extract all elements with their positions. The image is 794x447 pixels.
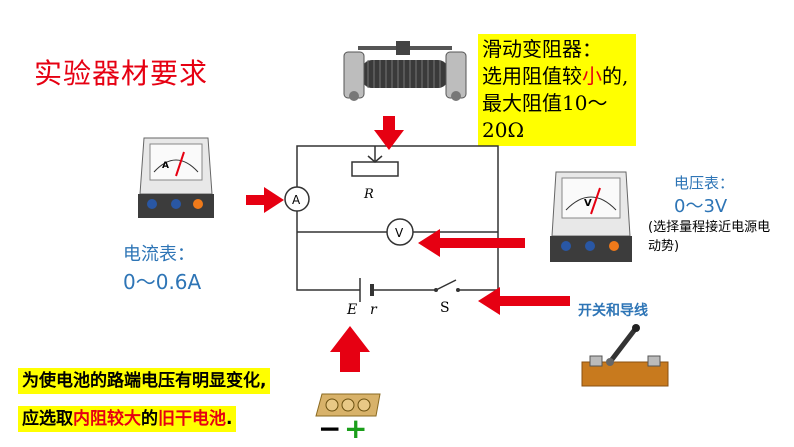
rheostat-note: 滑动变阻器： 选用阻值较小的, 最大阻值10～20Ω xyxy=(478,34,636,146)
voltmeter-symbol-label: V xyxy=(395,226,404,240)
battery-note-line2: 应选取内阻较大的旧干电池. xyxy=(18,406,237,432)
arrow-up-battery xyxy=(330,326,370,372)
voltmeter-range: 0～3V xyxy=(674,196,728,217)
arrow-to-switch xyxy=(478,287,570,315)
rheostat-note-line2-prefix: 选用阻值较 xyxy=(482,64,582,88)
rheostat-coil xyxy=(362,60,448,88)
rheostat-note-line3: 最大阻值10～20Ω xyxy=(482,91,608,142)
arrow-down-resistor xyxy=(374,116,404,150)
ammeter-terminal-3 xyxy=(193,199,203,209)
rheostat-note-line2-suffix: 的, xyxy=(602,64,629,88)
ammeter-terminal-negative xyxy=(147,199,157,209)
emf-label: E xyxy=(346,302,357,318)
voltmeter-terminal-negative xyxy=(609,241,619,251)
arrow-to-voltmeter xyxy=(418,229,525,257)
circuit-diagram: R A V E r S xyxy=(284,145,499,318)
battery-note-mid: 的 xyxy=(141,409,158,429)
voltmeter-face-symbol: V xyxy=(584,198,592,209)
switch-symbol-label: S xyxy=(440,300,450,316)
battery-note-prefix: 应选取 xyxy=(22,409,73,429)
ammeter-symbol-label: A xyxy=(292,193,301,207)
ammeter-range: 0～0.6A xyxy=(123,270,202,294)
resistor-label: R xyxy=(363,187,374,202)
voltmeter-range-note: (选择量程接近电源电动势) xyxy=(648,220,771,254)
ammeter-label: 电流表： xyxy=(123,244,195,265)
switch-blade-drawing xyxy=(608,326,638,364)
slider-arrow xyxy=(367,155,383,163)
ammeter-illustration: A xyxy=(138,137,214,218)
voltmeter-terminal-3 xyxy=(585,241,595,251)
switch-wire-label: 开关和导线 xyxy=(578,303,648,319)
ammeter-symbol xyxy=(284,186,310,212)
voltmeter-illustration: V xyxy=(550,171,632,262)
internal-resistance-label: r xyxy=(370,302,378,318)
battery-holder-illustration xyxy=(315,393,381,417)
page-title: 实验器材要求 xyxy=(34,57,209,90)
battery-note-line1: 为使电池的路端电压有明显变化, xyxy=(18,368,271,394)
rheostat-illustration xyxy=(343,41,467,101)
ammeter-face-symbol: A xyxy=(162,161,169,171)
ammeter-terminal-0.6 xyxy=(171,199,181,209)
battery-plus-sign: + xyxy=(344,412,368,445)
voltmeter-terminal-15 xyxy=(561,241,571,251)
switch-blade xyxy=(435,279,457,291)
battery-minus-sign: − xyxy=(318,412,342,445)
voltmeter-symbol xyxy=(386,218,414,246)
battery-note-highlight-old: 旧干电池 xyxy=(158,409,226,429)
rheostat-note-highlight: 小 xyxy=(582,64,602,88)
knife-switch-illustration xyxy=(581,324,669,387)
rheostat-slider xyxy=(396,41,410,55)
battery-note-suffix: . xyxy=(226,409,233,429)
rheostat-note-line2: 选用阻值较小的, xyxy=(482,63,632,90)
battery-note-highlight-internal: 内阻较大 xyxy=(73,409,141,429)
voltmeter-label: 电压表： xyxy=(674,174,735,192)
rheostat-note-line1: 滑动变阻器： xyxy=(482,37,602,61)
arrow-to-ammeter xyxy=(246,187,284,213)
